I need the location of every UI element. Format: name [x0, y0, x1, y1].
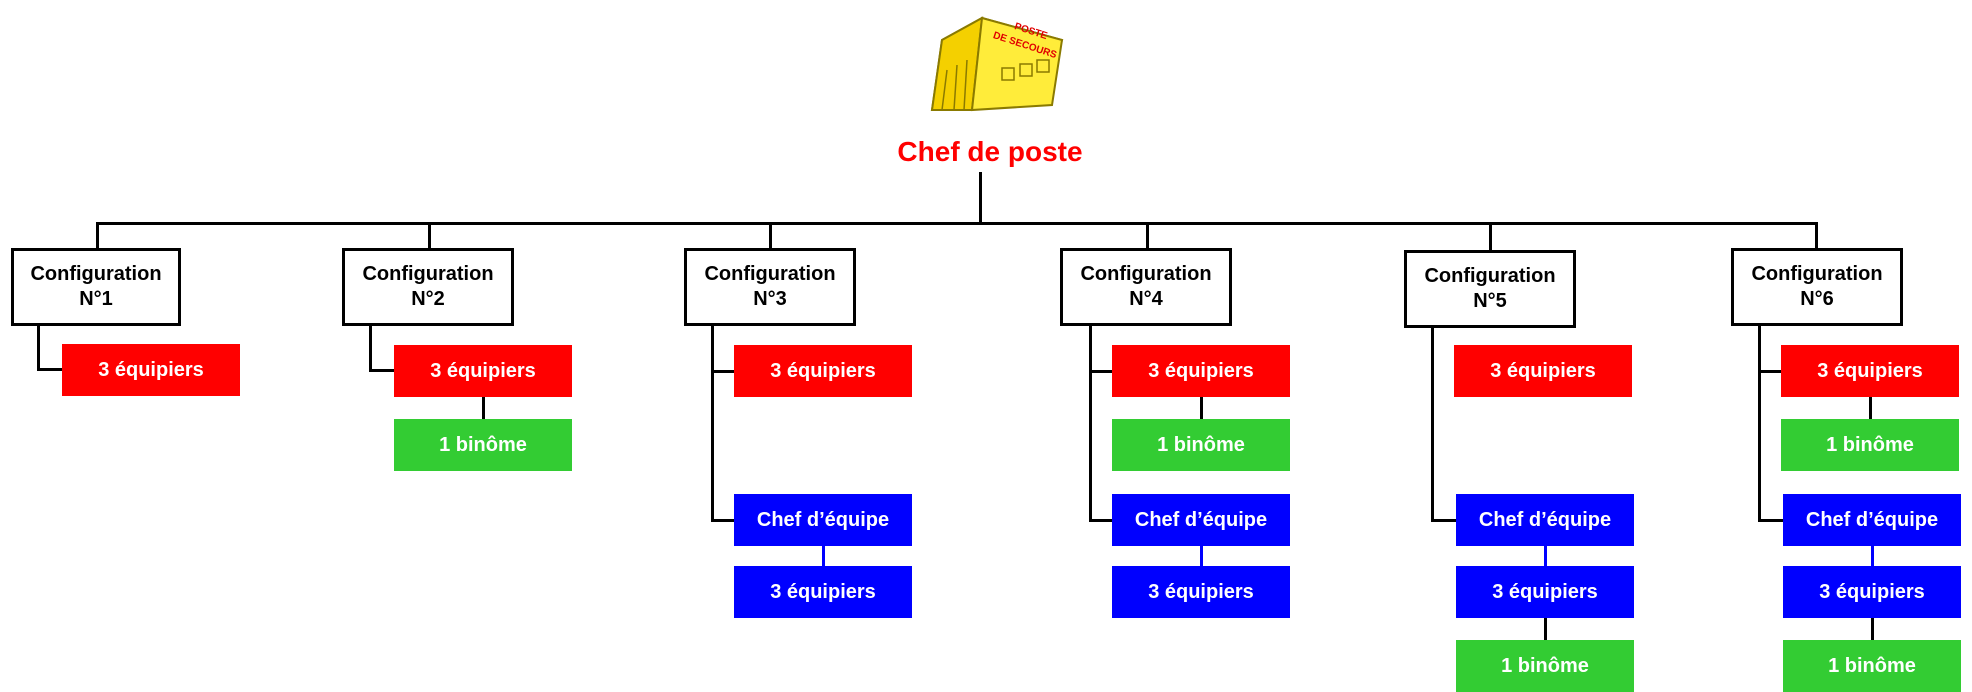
config4-tick-1 [1089, 370, 1113, 373]
config6-stem [1758, 326, 1761, 522]
config3-item-2: Chef d’équipe [734, 494, 912, 546]
branch-connector-1 [96, 222, 99, 249]
config5-tick-1 [1431, 519, 1457, 522]
config6-link-1 [1869, 397, 1872, 419]
config1-item-1: 3 équipiers [62, 344, 240, 396]
branch-connector-2 [428, 222, 431, 249]
config6-item-4: 3 équipiers [1783, 566, 1961, 618]
configuration-box-1: Configuration N°1 [11, 248, 181, 326]
config5-item-4: 1 binôme [1456, 640, 1634, 692]
config2-link-1 [482, 397, 485, 419]
config6-tick-2 [1758, 519, 1784, 522]
config6-item-3: Chef d’équipe [1783, 494, 1961, 546]
configuration-number: N°1 [79, 288, 113, 310]
configuration-title: Configuration [1080, 263, 1212, 285]
config3-tick-1 [711, 370, 735, 373]
configuration-number: N°2 [411, 288, 445, 310]
config6-link-3 [1871, 618, 1874, 640]
configuration-box-5: Configuration N°5 [1404, 250, 1576, 328]
branch-connector-3 [769, 222, 772, 249]
config5-link-1 [1544, 546, 1547, 566]
configuration-title: Configuration [1424, 265, 1556, 287]
configuration-number: N°4 [1129, 288, 1163, 310]
config5-item-2: Chef d’équipe [1456, 494, 1634, 546]
config5-link-2 [1544, 618, 1547, 640]
config4-item-4: 3 équipiers [1112, 566, 1290, 618]
chef-de-poste-label: Chef de poste [897, 136, 1083, 167]
config4-stem [1089, 326, 1092, 522]
config1-stem [37, 326, 40, 370]
configuration-title: Configuration [362, 263, 494, 285]
config6-item-2: 1 binôme [1781, 419, 1959, 471]
root-connector [979, 172, 982, 223]
configuration-box-4: Configuration N°4 [1060, 248, 1232, 326]
config3-item-3: 3 équipiers [734, 566, 912, 618]
configuration-number: N°5 [1473, 290, 1507, 312]
config2-item-1: 3 équipiers [394, 345, 572, 397]
config4-item-1: 3 équipiers [1112, 345, 1290, 397]
config3-item-1: 3 équipiers [734, 345, 912, 397]
config6-item-1: 3 équipiers [1781, 345, 1959, 397]
config6-item-5: 1 binôme [1783, 640, 1961, 692]
config4-tick-2 [1089, 519, 1113, 522]
configuration-box-2: Configuration N°2 [342, 248, 514, 326]
branch-connector-5 [1489, 222, 1492, 251]
config4-link-1 [1200, 397, 1203, 419]
config3-link-1 [822, 546, 825, 566]
configuration-number: N°3 [753, 288, 787, 310]
config5-item-3: 3 équipiers [1456, 566, 1634, 618]
config4-link-2 [1200, 546, 1203, 566]
config2-tick [369, 369, 395, 372]
config5-stem [1431, 328, 1434, 522]
config1-tick [37, 368, 63, 371]
config4-item-3: Chef d’équipe [1112, 494, 1290, 546]
branch-connector-4 [1146, 222, 1149, 249]
configuration-title: Configuration [30, 263, 162, 285]
configuration-number: N°6 [1800, 288, 1834, 310]
config4-item-2: 1 binôme [1112, 419, 1290, 471]
horizontal-bus [96, 222, 1818, 225]
configuration-box-3: Configuration N°3 [684, 248, 856, 326]
config5-item-1: 3 équipiers [1454, 345, 1632, 397]
config3-stem [711, 326, 714, 522]
first-aid-tent-icon: POSTE DE SECOURS [930, 16, 1064, 112]
branch-connector-6 [1815, 222, 1818, 249]
config6-tick-1 [1758, 370, 1782, 373]
config3-tick-2 [711, 519, 735, 522]
config2-stem [369, 326, 372, 371]
configuration-box-6: Configuration N°6 [1731, 248, 1903, 326]
config2-item-2: 1 binôme [394, 419, 572, 471]
configuration-title: Configuration [1751, 263, 1883, 285]
config6-link-2 [1871, 546, 1874, 566]
configuration-title: Configuration [704, 263, 836, 285]
